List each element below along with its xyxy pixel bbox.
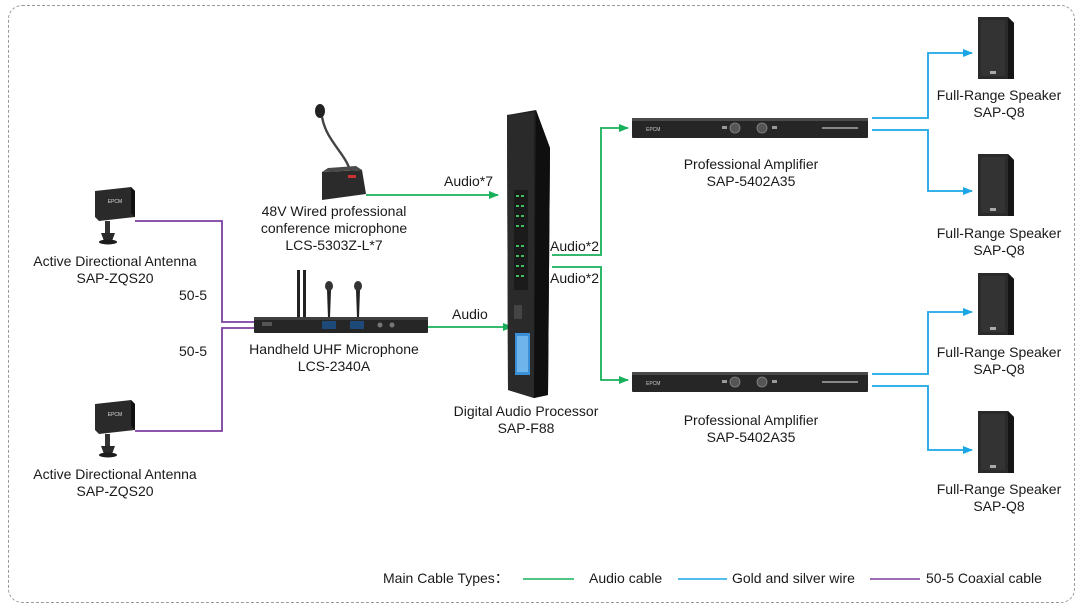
speaker-1-label: Full-Range Speaker SAP-Q8 [937, 87, 1062, 121]
speaker-icon [978, 411, 1014, 473]
speaker-wire-4 [872, 385, 973, 454]
amp-bottom-label: Professional Amplifier SAP-5402A35 [684, 412, 819, 446]
amp-bottom-model: SAP-5402A35 [706, 429, 796, 445]
diagram-frame [8, 5, 1075, 603]
antenna-top-name: Active Directional Antenna [33, 253, 197, 269]
svg-text:EPCM: EPCM [108, 199, 122, 205]
wireless-receiver-icon [254, 270, 428, 333]
speaker-3-label: Full-Range Speaker SAP-Q8 [937, 344, 1062, 378]
edge-label-amp-bottom-audio: Audio*2 [550, 270, 600, 286]
legend-title: Main Cable Types： [383, 570, 509, 586]
processor-model: SAP-F88 [497, 420, 555, 436]
edge-label-coax-bottom: 50-5 [179, 343, 208, 359]
processor-label: Digital Audio Processor SAP-F88 [454, 403, 599, 437]
edge-label-uhf-audio: Audio [452, 306, 488, 322]
edge-label-amp-top-audio: Audio*2 [550, 238, 600, 254]
audio-processor-icon [507, 110, 550, 398]
legend-audio-label: Audio cable [589, 570, 663, 586]
speaker-wire-2 [872, 129, 973, 195]
uhf-mic-name: Handheld UHF Microphone [249, 341, 419, 357]
conference-mic-label: 48V Wired professional conference microp… [261, 203, 407, 254]
speaker-4-label: Full-Range Speaker SAP-Q8 [937, 481, 1062, 515]
svg-text:EPCM: EPCM [646, 381, 660, 387]
legend-gold-silver-label: Gold and silver wire [732, 570, 855, 586]
svg-text:EPCM: EPCM [108, 412, 122, 418]
audio-cable-amp-bottom [552, 266, 629, 384]
amp-top-label: Professional Amplifier SAP-5402A35 [684, 156, 819, 190]
uhf-mic-model: LCS-2340A [297, 358, 371, 374]
speaker-2-label: Full-Range Speaker SAP-Q8 [937, 225, 1062, 259]
edge-label-coax-top: 50-5 [179, 287, 208, 303]
speaker-wire-1 [872, 49, 973, 119]
coax-cable-bottom [135, 327, 262, 432]
antenna-icon: EPCM [95, 400, 135, 458]
conference-mic-name: 48V Wired professional [261, 203, 407, 219]
processor-name: Digital Audio Processor [453, 403, 599, 419]
gooseneck-microphone-icon [315, 104, 366, 200]
antenna-icon: EPCM [95, 187, 135, 245]
speaker-3-model: SAP-Q8 [973, 361, 1025, 377]
speaker-3-name: Full-Range Speaker [936, 344, 1062, 360]
speaker-2-model: SAP-Q8 [973, 242, 1025, 258]
speaker-4-name: Full-Range Speaker [936, 481, 1062, 497]
amp-bottom-name: Professional Amplifier [683, 412, 819, 428]
speaker-1-name: Full-Range Speaker [936, 87, 1062, 103]
speaker-wire-3 [872, 308, 973, 375]
amp-top-name: Professional Amplifier [683, 156, 819, 172]
audio-cable-amp-top [552, 124, 629, 256]
speaker-icon [978, 154, 1014, 216]
uhf-mic-label: Handheld UHF Microphone LCS-2340A [249, 341, 419, 375]
antenna-bottom-name: Active Directional Antenna [33, 466, 197, 482]
coax-cable-top [135, 220, 262, 323]
amp-top-model: SAP-5402A35 [706, 173, 796, 189]
amplifier-icon: EPCM [632, 372, 868, 392]
svg-text:EPCM: EPCM [646, 127, 660, 133]
speaker-icon [978, 17, 1014, 79]
antenna-bottom-label: Active Directional Antenna SAP-ZQS20 [33, 466, 196, 500]
conference-mic-model: LCS-5303Z-L*7 [285, 237, 383, 253]
speaker-4-model: SAP-Q8 [973, 498, 1025, 514]
conference-mic-name-2: conference microphone [260, 220, 408, 236]
speaker-icon [978, 273, 1014, 335]
legend-coax-label: 50-5 Coaxial cable [926, 570, 1042, 586]
antenna-bottom-model: SAP-ZQS20 [76, 483, 154, 499]
speaker-1-model: SAP-Q8 [973, 104, 1025, 120]
amplifier-icon: EPCM [632, 118, 868, 138]
edge-label-conference-audio: Audio*7 [444, 173, 494, 189]
antenna-top-label: Active Directional Antenna SAP-ZQS20 [33, 253, 196, 287]
speaker-2-name: Full-Range Speaker [936, 225, 1062, 241]
antenna-top-model: SAP-ZQS20 [76, 270, 154, 286]
